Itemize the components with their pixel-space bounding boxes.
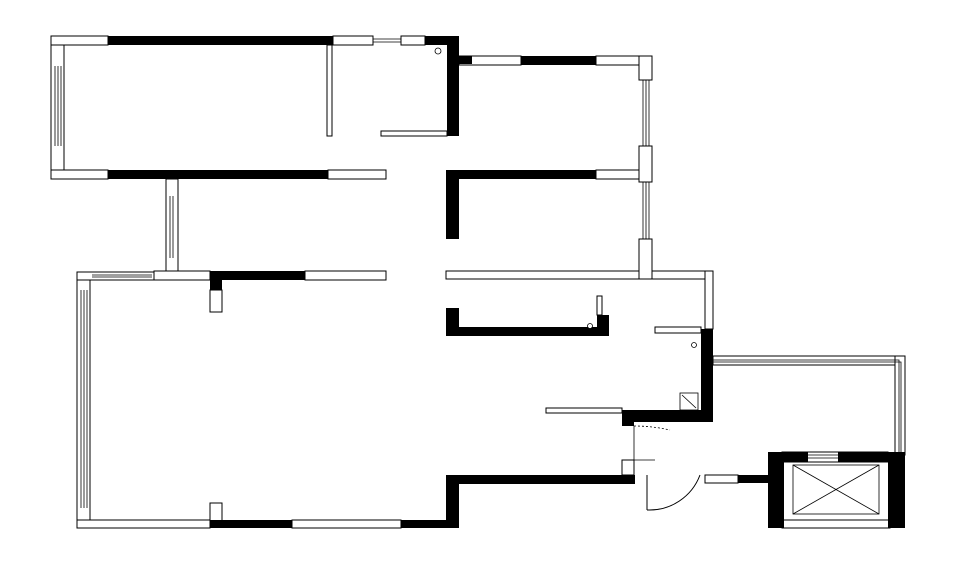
wall-me-north-solid: [446, 170, 596, 179]
wall-nw-partition: [326, 44, 333, 137]
wall-lr-south-solid-right: [401, 520, 459, 528]
wall-lr-stub: [545, 407, 623, 414]
wall-nw-south-left: [50, 169, 109, 180]
window-ne-east: [642, 80, 650, 146]
wall-ne-east-top: [638, 55, 653, 81]
wall-ne-east-mid: [638, 145, 653, 183]
wall-nw-south-solid: [108, 170, 328, 179]
window-nw-north: [373, 38, 401, 43]
floor-drain-icon: [691, 342, 697, 348]
wall-mw-col-solid: [210, 271, 222, 290]
wall-lr-south-solid: [210, 520, 292, 528]
wall-ne-corner-solid: [459, 56, 472, 64]
window-lr-west: [80, 290, 88, 508]
wall-lr-south-mid: [291, 519, 402, 529]
wall-shaft-east-solid: [888, 452, 905, 528]
structural-walls: [108, 36, 905, 528]
wall-lr-north-left: [76, 271, 155, 281]
window-lr-north: [92, 274, 152, 278]
wall-cor-pillar-solid: [597, 315, 609, 336]
fixtures: [434, 47, 880, 515]
wall-nw-north-solid: [108, 36, 333, 45]
wall-nw-west: [50, 35, 65, 179]
room-northwest: [64, 45, 448, 171]
wall-mw-west: [165, 178, 179, 273]
door-arc: [646, 474, 701, 511]
room-living: [90, 280, 630, 521]
wall-shaft-west-solid: [768, 452, 784, 528]
window-shaft-north: [808, 454, 838, 459]
wall-lr-west: [76, 271, 91, 529]
wall-bal-south-stub: [704, 474, 739, 484]
wall-mw-south-right: [304, 270, 387, 281]
wall-nw-stub: [380, 130, 448, 137]
wall-ne-south-right: [595, 169, 640, 180]
wall-me-south: [445, 270, 640, 280]
wall-shaft-top-left-solid: [768, 452, 808, 462]
entrance-door[interactable]: [646, 474, 701, 511]
wall-cor-east-solid: [701, 329, 713, 418]
wall-nw-north-right: [400, 35, 426, 46]
wall-cor-west-solid: [446, 308, 459, 336]
window-nw-west: [54, 66, 62, 146]
wall-lr-col-bottom: [209, 502, 223, 522]
window-me-east: [642, 182, 650, 239]
wall-me-west-solid: [446, 170, 459, 239]
wall-cor-west-jamb: [596, 295, 603, 316]
wall-cor-stub: [654, 326, 702, 334]
wall-cor-east-top: [651, 270, 714, 280]
wall-entry-jamb: [621, 459, 635, 476]
wall-mw-south-solid: [210, 271, 305, 280]
wall-cor-east-side: [704, 270, 714, 330]
window-mw-west: [169, 196, 174, 258]
window-balcony-rail: [713, 359, 902, 455]
wall-cor-bottom-solid: [622, 410, 713, 422]
wall-lr-col-top: [209, 289, 223, 313]
room-corridor: [609, 280, 701, 410]
wall-me-east-bottom: [638, 238, 653, 280]
floor-drain-icon: [434, 47, 442, 55]
room-northeast: [459, 64, 639, 171]
wall-nw-south-right: [327, 169, 387, 180]
floor-drain-icon: [587, 323, 593, 329]
wall-lr-south-vert-solid: [446, 475, 459, 528]
room-middle-east: [459, 179, 639, 271]
doors: [633, 425, 701, 511]
wall-lr-south-east-solid: [446, 475, 635, 484]
wall-ne-north-solid: [521, 56, 596, 65]
outline-walls: [50, 35, 906, 529]
wall-lr-south-left: [76, 519, 211, 529]
wall-nw-north-mid: [332, 35, 374, 46]
windows: [54, 38, 902, 508]
wall-shaft-bottom: [781, 519, 891, 529]
wall-nw-north-solid-right: [425, 36, 459, 45]
wall-bal-north: [712, 355, 906, 366]
wall-cor-south-solid: [446, 327, 609, 336]
wall-entry-west-solid: [622, 410, 634, 426]
door-corridor[interactable]: [633, 425, 671, 461]
wall-shaft-top-right-solid: [838, 452, 888, 462]
wall-bal-east: [894, 355, 906, 456]
wall-mw-south-left: [153, 270, 211, 281]
room-middle-west: [178, 179, 448, 272]
wall-entry-south-solid: [738, 475, 768, 483]
wall-nw-north-left: [50, 35, 109, 46]
wall-nw-east-solid: [447, 36, 459, 136]
